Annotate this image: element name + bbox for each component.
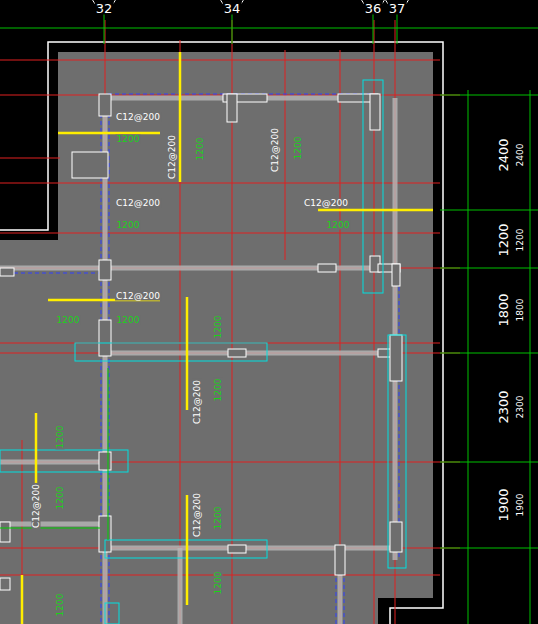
dimension-text: 1900 (497, 487, 510, 522)
rebar-spec: C12@200 (115, 292, 161, 301)
dimension-text: 1800 (497, 292, 510, 327)
dimension-text: 2400 (497, 137, 510, 172)
dimension-text: 1800 (516, 298, 525, 323)
rebar-spec: C12@200 (193, 492, 202, 538)
dimension-text: 1900 (516, 493, 525, 518)
dimension-text: 2300 (497, 389, 510, 424)
rebar-length: 1200 (214, 378, 223, 403)
axis-number: 37 (388, 2, 407, 15)
rebar-length: 1200 (196, 137, 205, 162)
axis-number: 32 (95, 2, 114, 15)
rebar-length: 1200 (116, 135, 141, 144)
dimension-text: 2300 (516, 395, 525, 420)
rebar-length: 1200 (56, 486, 65, 511)
axis-number: 36 (364, 2, 383, 15)
rebar-spec: C12@200 (271, 127, 280, 173)
rebar-spec: C12@200 (32, 483, 41, 529)
dimension-text: 1200 (497, 222, 510, 257)
rebar-length: 1200 (56, 316, 81, 325)
dimension-text: 2400 (516, 143, 525, 168)
rebar-length: 1200 (214, 506, 223, 531)
rebar-length: 1200 (214, 571, 223, 596)
rebar-spec: C12@200 (168, 134, 177, 180)
rebar-length: 1200 (116, 316, 141, 325)
rebar-length: 1200 (56, 593, 65, 618)
rebar-length: 1200 (214, 315, 223, 340)
rebar-length: 1200 (326, 221, 351, 230)
rebar-spec: C12@200 (115, 113, 161, 122)
rebar-length: 1200 (56, 425, 65, 450)
rebar-length: 1200 (116, 221, 141, 230)
rebar-length: 1200 (294, 136, 303, 161)
dimension-text: 1200 (516, 228, 525, 253)
rebar-spec: C12@200 (193, 379, 202, 425)
axis-number: 34 (223, 2, 242, 15)
rebar-spec: C12@200 (115, 199, 161, 208)
rebar-spec: C12@200 (303, 199, 349, 208)
